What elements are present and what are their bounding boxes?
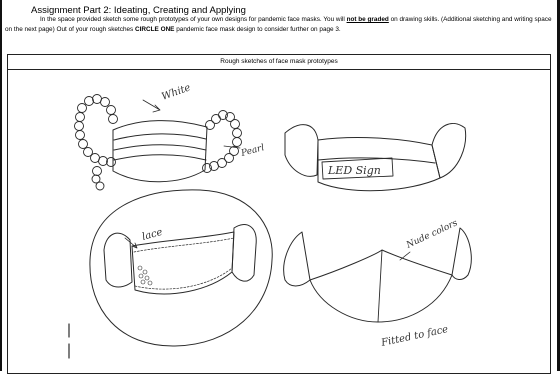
annotation-fitted-to-face: Fitted to face [379,324,449,349]
sketch-led-mask: LED Sign [285,123,466,190]
annotation-nude-colors: Nude colors [404,218,460,251]
sketch-fitted-mask: Nude colors Fitted to face [284,218,472,349]
sketch-lace-mask: lace [90,190,272,346]
annotation-white: White [160,82,192,103]
annotation-pearl: Pearl [239,143,265,159]
annotation-led-sign: LED Sign [327,164,381,177]
sketch-pearl-mask: White Pearl [75,82,266,190]
annotation-lace: lace [141,227,164,243]
